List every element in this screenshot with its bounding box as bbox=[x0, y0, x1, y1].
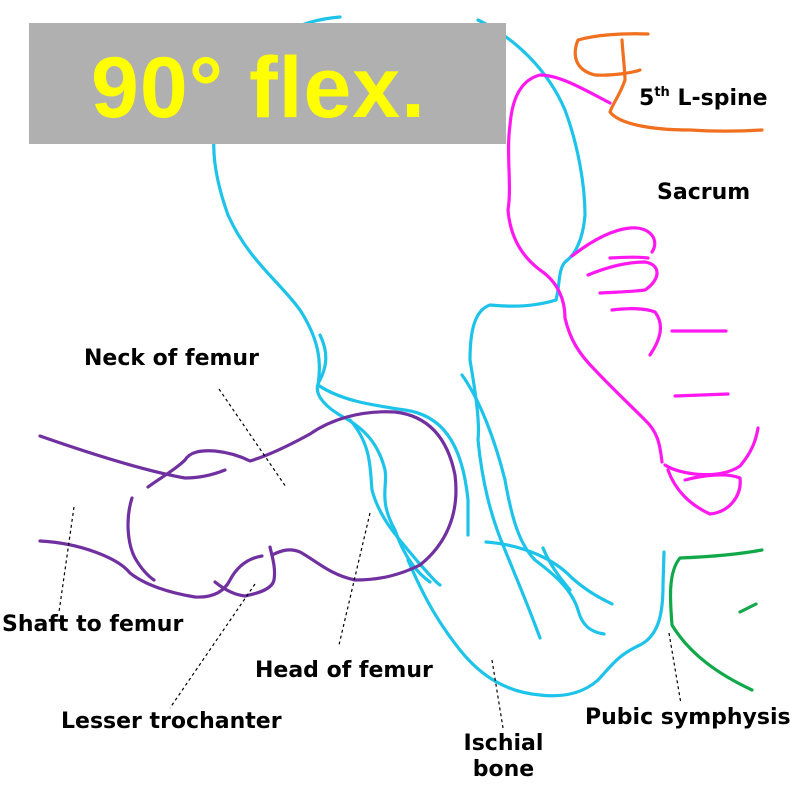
label-sacrum: Sacrum bbox=[657, 180, 751, 205]
ischium-inner bbox=[468, 298, 558, 640]
label-shaft-to-femur: Shaft to femur bbox=[2, 612, 184, 637]
obturator-lower bbox=[484, 540, 614, 606]
ilium-inner bbox=[476, 18, 587, 302]
label-neck-of-femur: Neck of femur bbox=[84, 346, 259, 371]
label-pubic-symphysis: Pubic symphysis bbox=[585, 705, 791, 730]
ischial-spine bbox=[541, 546, 572, 592]
label-l-spine-text: L-spine bbox=[669, 86, 768, 111]
sacral-foramen-3 bbox=[610, 307, 663, 357]
sacrum-body bbox=[506, 73, 664, 464]
label-lesser-trochanter: Lesser trochanter bbox=[61, 709, 282, 734]
label-ischial-line1: Ischial bbox=[463, 731, 544, 756]
sacral-foramen-1 bbox=[570, 226, 657, 258]
ischium-outer bbox=[406, 550, 666, 698]
sacral-bar-3 bbox=[673, 392, 730, 398]
leader-ischial bbox=[491, 659, 504, 729]
femur-outline bbox=[38, 410, 458, 599]
leader-lesser-trochanter bbox=[169, 583, 256, 709]
pelvis-outline bbox=[212, 15, 666, 698]
label-l-spine-num: 5 bbox=[639, 86, 655, 111]
lumbar-outline bbox=[573, 32, 764, 133]
label-ischial-line2: bone bbox=[472, 757, 535, 783]
leader-shaft bbox=[58, 506, 75, 613]
label-l-spine-sup: th bbox=[654, 85, 670, 100]
pubic-tick bbox=[738, 602, 758, 614]
title-text: 90° flex. bbox=[91, 40, 427, 136]
sacral-foramen-2 bbox=[586, 260, 659, 295]
femur-neck-upper bbox=[146, 410, 458, 582]
femur-shaft-lower bbox=[38, 539, 264, 599]
title-banner: 90° flex. bbox=[29, 23, 506, 144]
leader-neck bbox=[218, 388, 287, 488]
obturator-line bbox=[460, 373, 606, 636]
sacral-bar-1 bbox=[608, 255, 650, 260]
sacrum-tail bbox=[663, 426, 760, 477]
leader-lines bbox=[58, 388, 682, 729]
acetabulum-wall bbox=[315, 333, 432, 584]
label-ischial-bone: Ischial bone bbox=[452, 731, 555, 784]
coccyx bbox=[666, 468, 742, 516]
leader-head bbox=[338, 512, 371, 646]
femur-shaft-upper bbox=[38, 434, 227, 480]
femur-neck-lower bbox=[126, 496, 156, 582]
sacrum-outline bbox=[506, 73, 760, 516]
lumbar-vertebra bbox=[573, 32, 764, 133]
label-head-of-femur: Head of femur bbox=[255, 658, 433, 683]
pubis-outline bbox=[668, 548, 764, 692]
lesser-trochanter-curve bbox=[213, 545, 277, 598]
leader-pubic bbox=[668, 632, 682, 705]
pubic-symphysis-curve bbox=[668, 548, 764, 692]
acetabulum-inner bbox=[348, 418, 442, 587]
label-l-spine: 5th L-spine bbox=[639, 85, 768, 112]
